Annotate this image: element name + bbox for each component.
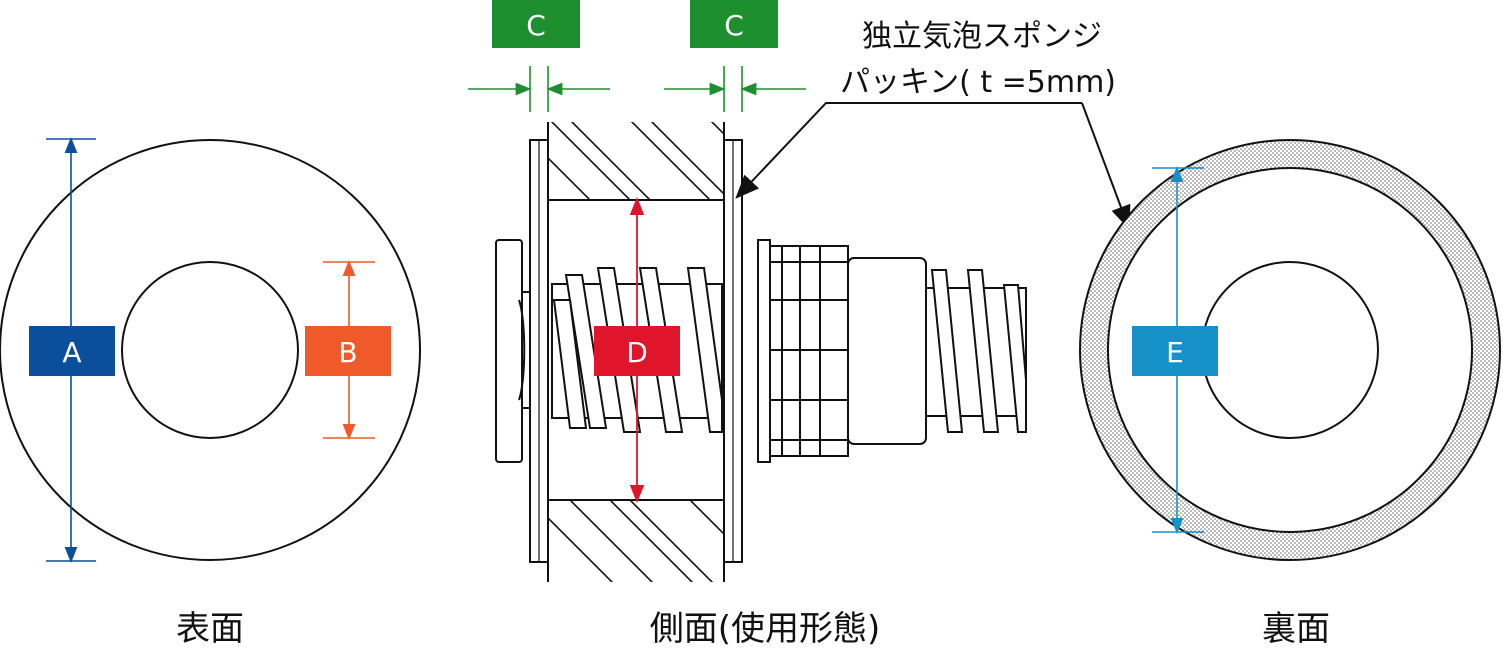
front-view: A B 表面	[0, 137, 421, 649]
label-a: A	[62, 336, 81, 369]
label-e: E	[1166, 336, 1184, 369]
annotation-line2: パッキン( t =5mm)	[840, 65, 1116, 100]
dimension-c-left: C	[468, 0, 610, 112]
side-view: C C D 側面(使用形態)	[468, 0, 1027, 649]
front-inner-circle	[121, 261, 299, 439]
label-a-badge	[29, 326, 115, 376]
label-c-left: C	[526, 9, 546, 42]
packing-annotation: 独立気泡スポンジ パッキン( t =5mm)	[735, 19, 1131, 230]
caption-front: 表面	[176, 609, 244, 649]
label-e-badge	[1132, 326, 1218, 376]
label-c-right: C	[724, 9, 744, 42]
back-view: E 裏面	[1079, 139, 1501, 649]
caption-back: 裏面	[1262, 609, 1330, 649]
left-cap	[495, 239, 523, 463]
front-outer-circle	[0, 139, 421, 561]
label-c-left-badge	[492, 0, 580, 48]
back-sponge-inner-edge	[1107, 167, 1473, 533]
label-d: D	[626, 336, 648, 369]
annotation-line1: 独立気泡スポンジ	[862, 19, 1102, 54]
dimension-c-right: C	[664, 0, 806, 112]
nut-collar	[847, 257, 927, 445]
outer-thread-coils	[930, 269, 1027, 433]
nut-ribs	[770, 246, 848, 456]
label-d-badge	[594, 326, 680, 376]
nut-flange	[757, 239, 771, 463]
label-b-badge	[305, 326, 391, 376]
label-c-right-badge	[690, 0, 778, 48]
label-b: B	[338, 336, 357, 369]
caption-side: 側面(使用形態)	[650, 609, 881, 649]
